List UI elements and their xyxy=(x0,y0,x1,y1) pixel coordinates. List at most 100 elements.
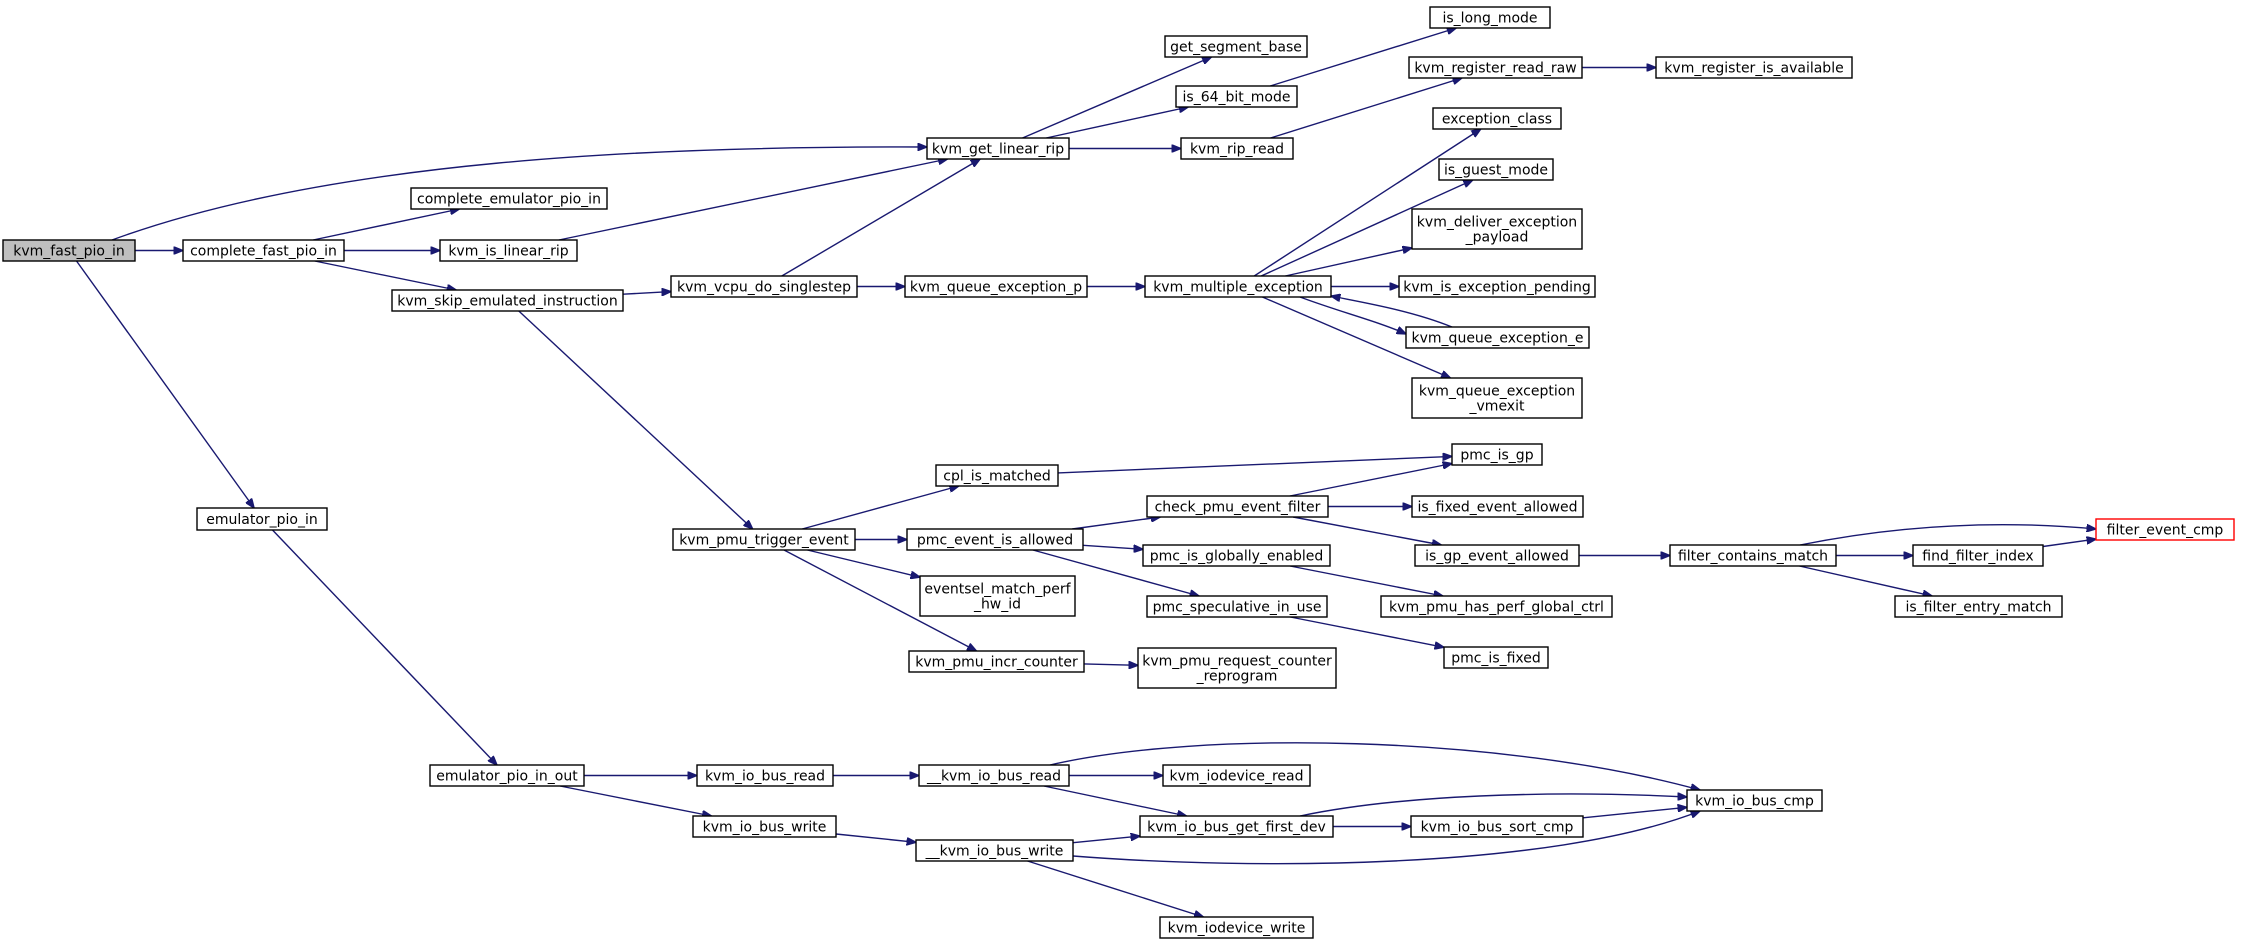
node-label: kvm_rip_read xyxy=(1190,142,1284,158)
node-complete_emulator_pio_in[interactable]: complete_emulator_pio_in xyxy=(410,187,608,210)
node-box xyxy=(918,764,1070,787)
edge-kvm_pmu_trigger_event-to-eventsel_match_perf_hw_id xyxy=(807,549,920,577)
node-kvm_pmu_has_perf_global_ctrl[interactable]: kvm_pmu_has_perf_global_ctrl xyxy=(1380,595,1613,618)
edge-kvm_rip_read-to-kvm_register_read_raw xyxy=(1270,78,1463,139)
node-box xyxy=(1180,137,1294,160)
node-pmc_is_gp[interactable]: pmc_is_gp xyxy=(1451,443,1543,466)
node-box xyxy=(1432,107,1562,130)
edge-kvm_is_linear_rip-to-kvm_get_linear_rip xyxy=(558,159,948,241)
edge-cpl_is_matched-to-pmc_is_gp xyxy=(1057,456,1452,474)
edge-kvm_vcpu_do_singlestep-to-kvm_get_linear_rip xyxy=(781,159,980,277)
node-label: is_guest_mode xyxy=(1444,163,1548,179)
node-pmc_is_globally_enabled[interactable]: pmc_is_globally_enabled xyxy=(1142,544,1331,567)
node-is_guest_mode[interactable]: is_guest_mode xyxy=(1438,158,1554,181)
node-kvm_io_bus_cmp[interactable]: kvm_io_bus_cmp xyxy=(1686,789,1823,812)
edge-line xyxy=(781,159,980,277)
node-__kvm_io_bus_read[interactable]: __kvm_io_bus_read xyxy=(918,764,1070,787)
node-kvm_get_linear_rip[interactable]: kvm_get_linear_rip xyxy=(926,137,1070,160)
node-kvm_register_is_available[interactable]: kvm_register_is_available xyxy=(1655,56,1853,79)
edge-line xyxy=(802,486,959,530)
node-kvm_io_bus_write[interactable]: kvm_io_bus_write xyxy=(692,815,837,838)
node-label: kvm_io_bus_write xyxy=(703,820,827,836)
node-complete_fast_pio_in[interactable]: complete_fast_pio_in xyxy=(182,239,345,262)
edge-line xyxy=(1057,456,1452,474)
node-kvm_iodevice_write[interactable]: kvm_iodevice_write xyxy=(1159,916,1314,939)
edge-line xyxy=(1292,516,1441,545)
node-label: eventsel_match_perf xyxy=(924,582,1071,598)
node-cpl_is_matched[interactable]: cpl_is_matched xyxy=(935,464,1059,487)
node-filter_contains_match[interactable]: filter_contains_match xyxy=(1669,544,1837,567)
node-label: kvm_is_linear_rip xyxy=(448,244,568,260)
node-filter_event_cmp[interactable]: filter_event_cmp xyxy=(2095,518,2235,541)
node-is_fixed_event_allowed[interactable]: is_fixed_event_allowed xyxy=(1411,495,1584,518)
node-kvm_multiple_exception[interactable]: kvm_multiple_exception xyxy=(1144,275,1332,298)
node-label: kvm_fast_pio_in xyxy=(13,244,124,260)
node-label: kvm_pmu_incr_counter xyxy=(915,655,1078,671)
node-kvm_iodevice_read[interactable]: kvm_iodevice_read xyxy=(1162,764,1311,787)
node-kvm_register_read_raw[interactable]: kvm_register_read_raw xyxy=(1408,56,1583,79)
edge-__kvm_io_bus_write-to-kvm_iodevice_write xyxy=(1027,860,1204,917)
node-__kvm_io_bus_write[interactable]: __kvm_io_bus_write xyxy=(915,839,1074,862)
edge-line xyxy=(1260,180,1473,277)
edge-kvm_multiple_exception-to-kvm_queue_exception_e xyxy=(1299,296,1406,334)
node-is_gp_event_allowed[interactable]: is_gp_event_allowed xyxy=(1414,544,1580,567)
node-emulator_pio_in_out[interactable]: emulator_pio_in_out xyxy=(429,764,585,787)
node-pmc_is_fixed[interactable]: pmc_is_fixed xyxy=(1443,646,1549,669)
node-kvm_skip_emulated_instruction[interactable]: kvm_skip_emulated_instruction xyxy=(391,289,624,312)
edge-kvm_skip_emulated_instruction-to-kvm_pmu_trigger_event xyxy=(518,310,753,529)
node-box xyxy=(1438,158,1554,181)
node-kvm_pmu_trigger_event[interactable]: kvm_pmu_trigger_event xyxy=(672,528,856,551)
node-kvm_deliver_exception_payload[interactable]: kvm_deliver_exception_payload xyxy=(1411,208,1583,250)
node-label: kvm_register_read_raw xyxy=(1414,61,1576,77)
node-kvm_is_exception_pending[interactable]: kvm_is_exception_pending xyxy=(1398,275,1596,298)
edge-pmc_is_globally_enabled-to-kvm_pmu_has_perf_global_ctrl xyxy=(1289,565,1443,596)
edge-line xyxy=(1032,549,1199,596)
node-box xyxy=(429,764,585,787)
node-get_segment_base[interactable]: get_segment_base xyxy=(1164,35,1308,58)
node-box xyxy=(1162,764,1311,787)
node-kvm_queue_exception_p[interactable]: kvm_queue_exception_p xyxy=(904,275,1088,298)
edge-line xyxy=(1289,565,1443,596)
node-is_long_mode[interactable]: is_long_mode xyxy=(1429,6,1551,29)
node-kvm_pmu_request_counter_reprogram[interactable]: kvm_pmu_request_counter_reprogram xyxy=(1137,647,1337,689)
node-box xyxy=(1146,595,1328,618)
node-kvm_queue_exception_vmexit[interactable]: kvm_queue_exception_vmexit xyxy=(1411,377,1583,419)
edge-kvm_pmu_trigger_event-to-kvm_pmu_incr_counter xyxy=(783,549,977,651)
node-kvm_rip_read[interactable]: kvm_rip_read xyxy=(1180,137,1294,160)
node-label: kvm_skip_emulated_instruction xyxy=(397,294,617,310)
node-kvm_io_bus_sort_cmp[interactable]: kvm_io_bus_sort_cmp xyxy=(1410,815,1584,838)
node-label: _hw_id xyxy=(973,597,1021,613)
node-label: is_long_mode xyxy=(1442,11,1537,27)
node-kvm_io_bus_get_first_dev[interactable]: kvm_io_bus_get_first_dev xyxy=(1139,815,1334,838)
edge-pmc_event_is_allowed-to-pmc_is_globally_enabled xyxy=(1082,544,1143,549)
edge-line xyxy=(1290,616,1444,647)
node-pmc_speculative_in_use[interactable]: pmc_speculative_in_use xyxy=(1146,595,1328,618)
node-find_filter_index[interactable]: find_filter_index xyxy=(1912,544,2044,567)
node-kvm_is_linear_rip[interactable]: kvm_is_linear_rip xyxy=(439,239,578,262)
node-is_filter_entry_match[interactable]: is_filter_entry_match xyxy=(1894,595,2063,618)
node-kvm_pmu_incr_counter[interactable]: kvm_pmu_incr_counter xyxy=(908,650,1085,673)
edge-pmc_event_is_allowed-to-pmc_speculative_in_use xyxy=(1032,549,1199,596)
node-label: is_gp_event_allowed xyxy=(1425,549,1569,565)
node-box xyxy=(1414,544,1580,567)
edge-emulator_pio_in-to-emulator_pio_in_out xyxy=(271,529,498,765)
edge-kvm_pmu_trigger_event-to-cpl_is_matched xyxy=(802,486,959,530)
node-emulator_pio_in[interactable]: emulator_pio_in xyxy=(196,507,328,531)
node-box xyxy=(1398,275,1596,298)
node-check_pmu_event_filter[interactable]: check_pmu_event_filter xyxy=(1146,495,1329,518)
node-label: _reprogram xyxy=(1196,669,1278,685)
node-kvm_io_bus_read[interactable]: kvm_io_bus_read xyxy=(696,764,834,787)
node-box xyxy=(672,528,856,551)
node-exception_class[interactable]: exception_class xyxy=(1432,107,1562,130)
node-eventsel_match_perf_hw_id[interactable]: eventsel_match_perf_hw_id xyxy=(919,575,1076,617)
edge-kvm_io_bus_sort_cmp-to-kvm_io_bus_cmp xyxy=(1582,807,1687,819)
edge-kvm_fast_pio_in-to-kvm_get_linear_rip xyxy=(111,147,927,241)
node-label: emulator_pio_in xyxy=(206,512,318,528)
node-is_64_bit_mode[interactable]: is_64_bit_mode xyxy=(1175,85,1298,108)
node-kvm_vcpu_do_singlestep[interactable]: kvm_vcpu_do_singlestep xyxy=(670,275,858,298)
node-pmc_event_is_allowed[interactable]: pmc_event_is_allowed xyxy=(906,528,1084,551)
edge-complete_fast_pio_in-to-kvm_skip_emulated_instruction xyxy=(314,260,457,290)
node-kvm_queue_exception_e[interactable]: kvm_queue_exception_e xyxy=(1405,326,1590,349)
node-label: kvm_queue_exception_e xyxy=(1412,331,1584,347)
edge-pmc_event_is_allowed-to-check_pmu_event_filter xyxy=(1072,517,1160,530)
